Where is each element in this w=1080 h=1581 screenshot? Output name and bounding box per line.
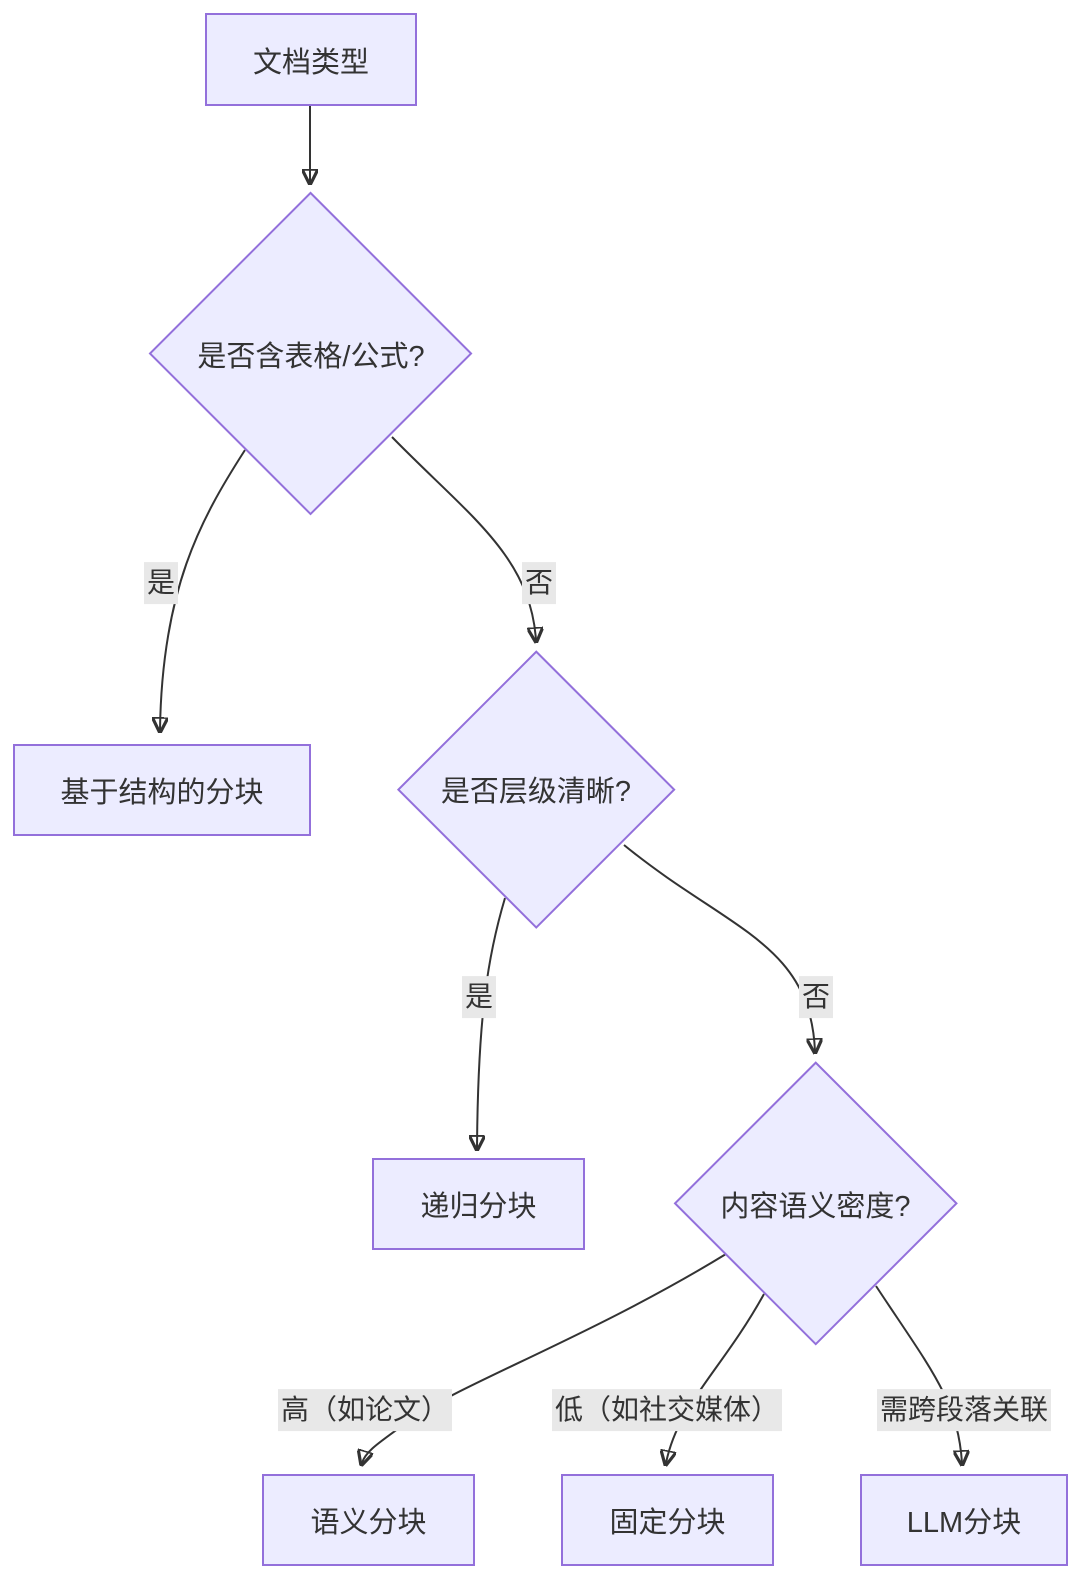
decision-semantic-density: 内容语义密度?	[673, 1061, 958, 1346]
edge-density-high-semantic	[362, 1253, 727, 1463]
edge-label-yes-1: 是	[143, 562, 179, 604]
edge-label-no-2: 否	[798, 976, 834, 1018]
node-doc-type: 文档类型	[205, 13, 417, 106]
node-fixed-chunking: 固定分块	[561, 1474, 774, 1566]
edge-hastable-no-hierarchy	[391, 436, 536, 640]
decision-clear-hierarchy-label: 是否层级清晰?	[440, 776, 632, 808]
decision-has-table-formula-label: 是否含表格/公式?	[197, 341, 425, 373]
node-llm-chunking-label: LLM分块	[906, 1507, 1022, 1539]
node-structure-chunking: 基于结构的分块	[13, 744, 311, 836]
edge-label-high-paper: 高（如论文）	[277, 1389, 453, 1431]
node-semantic-chunking-label: 语义分块	[310, 1507, 427, 1539]
node-structure-chunking-label: 基于结构的分块	[60, 777, 264, 809]
decision-semantic-density-label: 内容语义密度?	[720, 1190, 911, 1223]
node-fixed-chunking-label: 固定分块	[609, 1507, 726, 1539]
node-recursive-chunking: 递归分块	[372, 1158, 585, 1250]
edge-density-low-fixed	[666, 1293, 765, 1463]
edge-hastable-yes-structure	[160, 449, 246, 730]
edge-label-no-1: 否	[521, 562, 557, 604]
node-llm-chunking: LLM分块	[860, 1474, 1068, 1566]
node-recursive-chunking-label: 递归分块	[420, 1191, 537, 1223]
node-semantic-chunking: 语义分块	[262, 1474, 475, 1566]
edge-hierarchy-yes-recursive	[477, 897, 506, 1148]
decision-has-table-formula: 是否含表格/公式?	[149, 192, 473, 516]
edge-label-yes-2: 是	[461, 976, 497, 1018]
decision-clear-hierarchy: 是否层级清晰?	[397, 650, 675, 928]
edge-density-cross-llm	[875, 1285, 962, 1463]
node-doc-type-label: 文档类型	[252, 46, 369, 79]
edge-label-low-social: 低（如社交媒体）	[551, 1389, 783, 1431]
edge-label-cross-paragraph: 需跨段落关联	[876, 1389, 1052, 1431]
